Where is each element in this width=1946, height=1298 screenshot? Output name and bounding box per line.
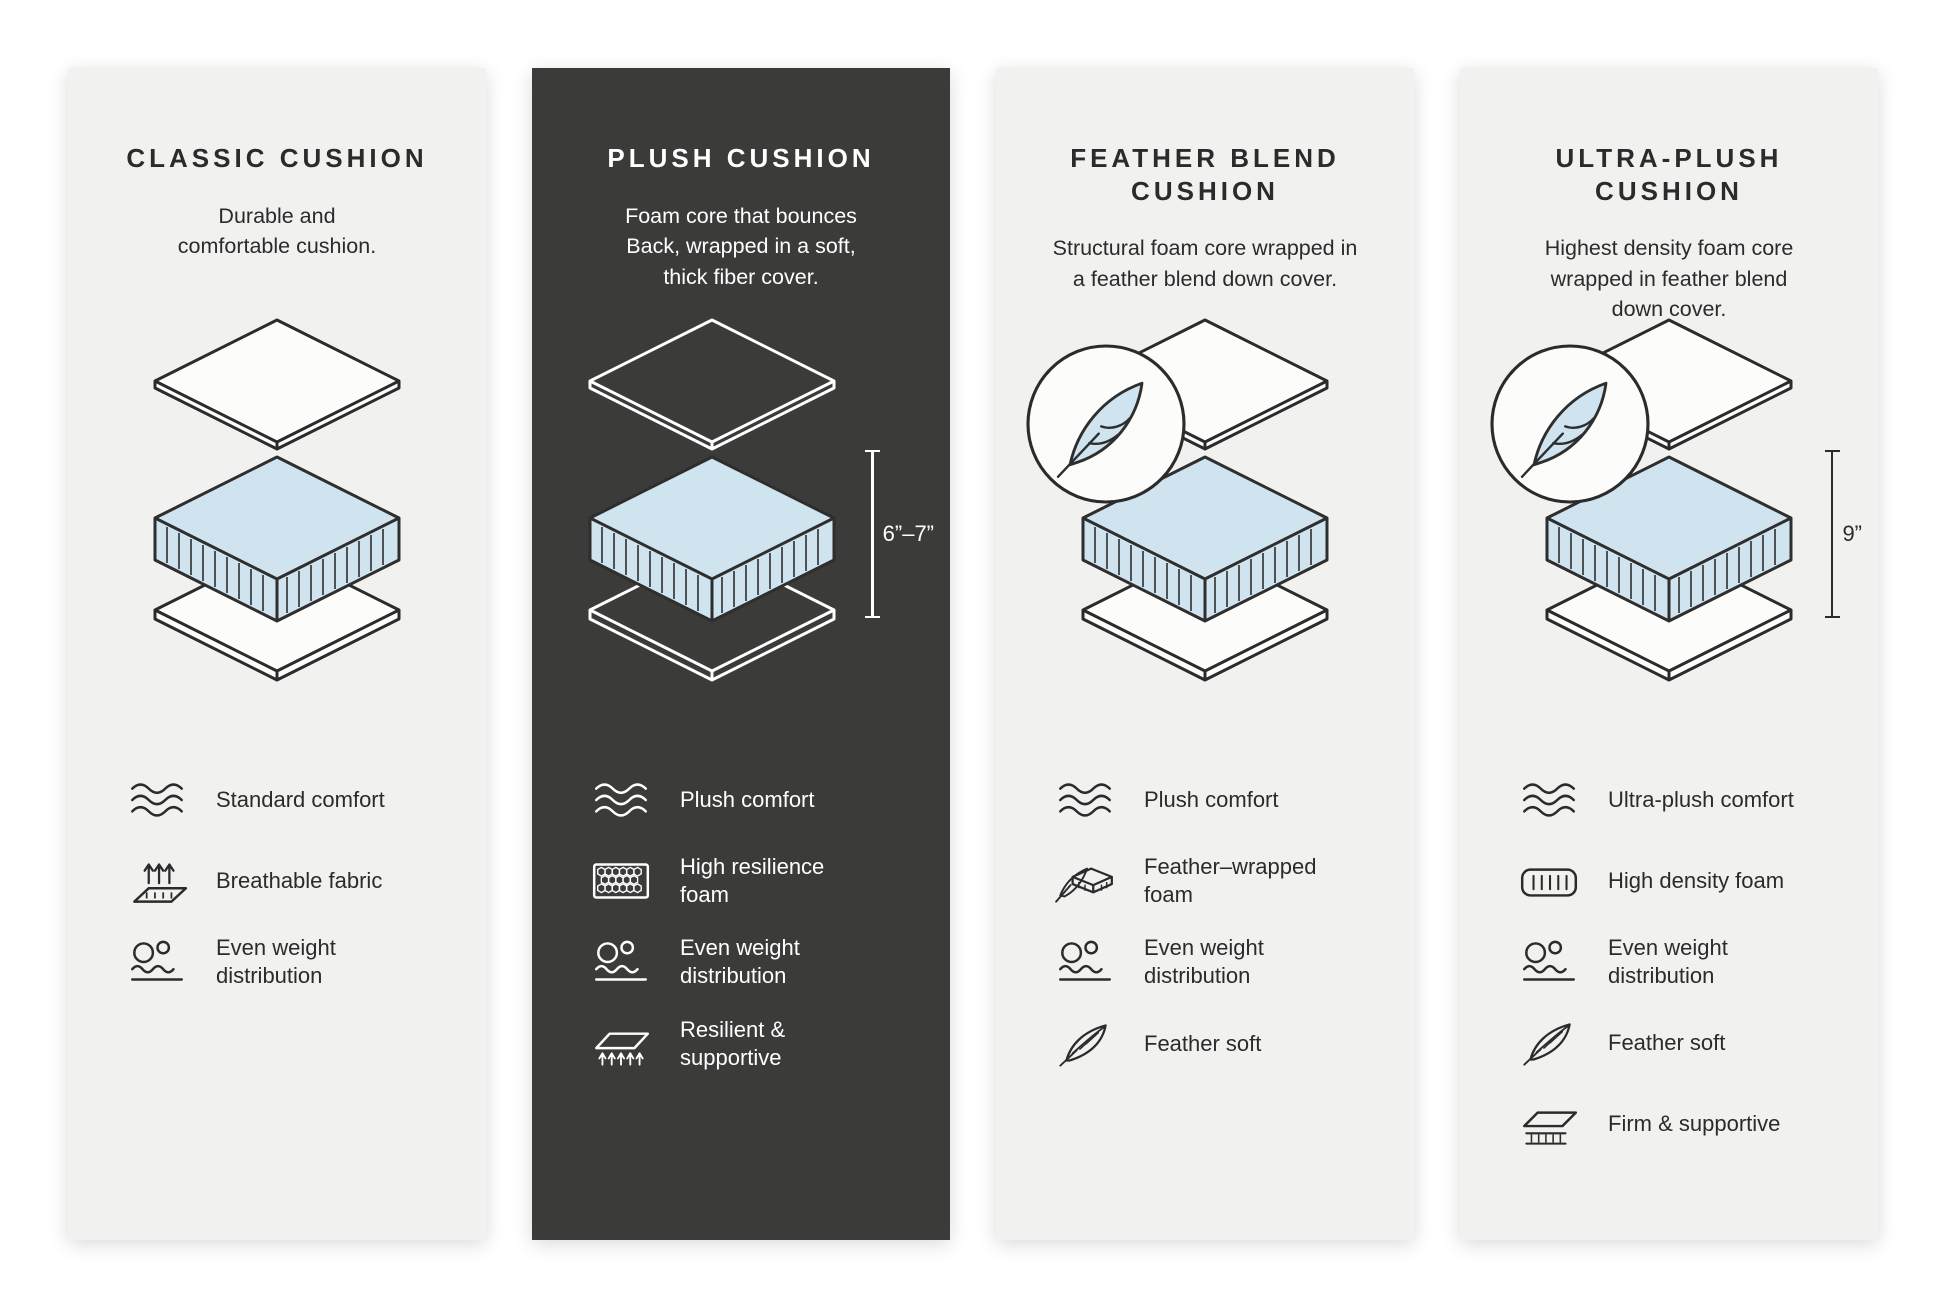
card-description: Durable and comfortable cushion. — [177, 203, 377, 259]
weight-distribution-icon — [588, 937, 654, 987]
feature-row: Plush comfort — [1052, 772, 1388, 828]
feature-row: High resilience foam — [588, 853, 924, 909]
feature-label: Ultra-plush comfort — [1608, 786, 1794, 812]
resilient-supportive-icon — [588, 1019, 654, 1069]
feature-label: Even weight distribution — [680, 935, 800, 989]
waves-icon — [1516, 775, 1582, 825]
feather-icon — [1052, 1019, 1118, 1069]
card-description: Structural foam core wrapped in a feathe… — [1052, 236, 1358, 291]
cushion-illustration — [996, 300, 1414, 720]
card-header: FEATHER BLEND CUSHION Structural foam co… — [996, 68, 1414, 300]
feature-label: Even weight distribution — [216, 935, 336, 989]
card-description: Foam core that bounces Back, wrapped in … — [625, 203, 857, 289]
dimension-marker: 9” — [1823, 450, 1862, 618]
weight-distribution-icon — [1516, 937, 1582, 987]
cushion-layers-diagram — [127, 310, 427, 685]
feature-label: Firm & supportive — [1608, 1111, 1781, 1137]
card-header: CLASSIC CUSHION Durable and comfortable … — [68, 68, 486, 300]
feature-row: Even weight distribution — [124, 934, 460, 990]
cushion-comparison-infographic: CLASSIC CUSHION Durable and comfortable … — [68, 68, 1878, 1240]
cushion-illustration — [68, 300, 486, 720]
card-feather-blend-cushion: FEATHER BLEND CUSHION Structural foam co… — [996, 68, 1414, 1240]
feature-label: Feather soft — [1144, 1030, 1262, 1056]
feature-row: Feather–wrapped foam — [1052, 853, 1388, 909]
dimension-label: 9” — [1842, 521, 1862, 546]
feature-row: Plush comfort — [588, 772, 924, 828]
cushion-illustration: 6”–7” — [532, 300, 950, 720]
honeycomb-foam-icon — [588, 856, 654, 906]
feature-row: Even weight distribution — [588, 934, 924, 990]
card-header: ULTRA-PLUSH CUSHION Highest density foam… — [1460, 68, 1878, 321]
feature-row: Even weight distribution — [1516, 934, 1852, 990]
feather-icon — [1516, 1018, 1582, 1068]
feature-row: Firm & supportive — [1516, 1096, 1852, 1152]
feature-label: Feather–wrapped foam — [1144, 854, 1317, 908]
waves-icon — [1052, 775, 1118, 825]
weight-distribution-icon — [124, 937, 190, 987]
card-header: PLUSH CUSHION Foam core that bounces Bac… — [532, 68, 950, 300]
feature-row: Resilient & supportive — [588, 1016, 924, 1072]
card-ultra-plush-cushion: ULTRA-PLUSH CUSHION Highest density foam… — [1460, 68, 1878, 1240]
feature-label: Even weight distribution — [1608, 935, 1728, 989]
weight-distribution-icon — [1052, 937, 1118, 987]
feature-row: Ultra-plush comfort — [1516, 772, 1852, 828]
card-plush-cushion: PLUSH CUSHION Foam core that bounces Bac… — [532, 68, 950, 1240]
high-density-foam-icon — [1516, 856, 1582, 906]
card-description: Highest density foam core wrapped in fea… — [1544, 236, 1794, 322]
cushion-layers-diagram — [562, 310, 862, 685]
feature-label: Breathable fabric — [216, 867, 383, 893]
dimension-label: 6”–7” — [882, 521, 934, 546]
feature-list: Ultra-plush comfort High density foam Ev… — [1460, 772, 1878, 1177]
cushion-illustration: 9” — [1460, 300, 1878, 720]
feature-label: High density foam — [1608, 867, 1785, 893]
feature-label: Standard comfort — [216, 786, 385, 812]
firm-supportive-icon — [1516, 1099, 1582, 1149]
waves-icon — [124, 775, 190, 825]
feature-label: Feather soft — [1608, 1030, 1726, 1056]
feature-list: Plush comfort High resilience foam Even … — [532, 772, 950, 1097]
waves-icon — [588, 775, 654, 825]
card-classic-cushion: CLASSIC CUSHION Durable and comfortable … — [68, 68, 486, 1240]
dimension-marker: 6”–7” — [864, 450, 934, 618]
feature-label: Resilient & supportive — [680, 1016, 786, 1070]
feature-list: Plush comfort Feather–wrapped foam Even … — [996, 772, 1414, 1097]
feather-badge-icon — [1486, 340, 1654, 508]
feature-row: Standard comfort — [124, 772, 460, 828]
feather-badge-icon — [1022, 340, 1190, 508]
feature-label: Plush comfort — [680, 786, 815, 812]
feature-row: Feather soft — [1052, 1016, 1388, 1072]
dimension-line — [864, 450, 883, 618]
feature-list: Standard comfort Breathable fabric Even … — [68, 772, 486, 1015]
feature-row: Feather soft — [1516, 1015, 1852, 1071]
feature-row: Even weight distribution — [1052, 934, 1388, 990]
feature-label: Plush comfort — [1144, 786, 1279, 812]
card-title: CLASSIC CUSHION — [126, 143, 428, 173]
feather-wrapped-foam-icon — [1052, 856, 1118, 906]
breathable-fabric-icon — [124, 856, 190, 906]
card-title: FEATHER BLEND CUSHION — [1070, 143, 1340, 206]
dimension-line — [1823, 450, 1842, 618]
card-title: ULTRA-PLUSH CUSHION — [1555, 143, 1783, 206]
card-title: PLUSH CUSHION — [607, 143, 875, 173]
feature-row: High density foam — [1516, 853, 1852, 909]
feature-label: High resilience foam — [680, 854, 825, 908]
feature-label: Even weight distribution — [1144, 935, 1264, 989]
feature-row: Breathable fabric — [124, 853, 460, 909]
